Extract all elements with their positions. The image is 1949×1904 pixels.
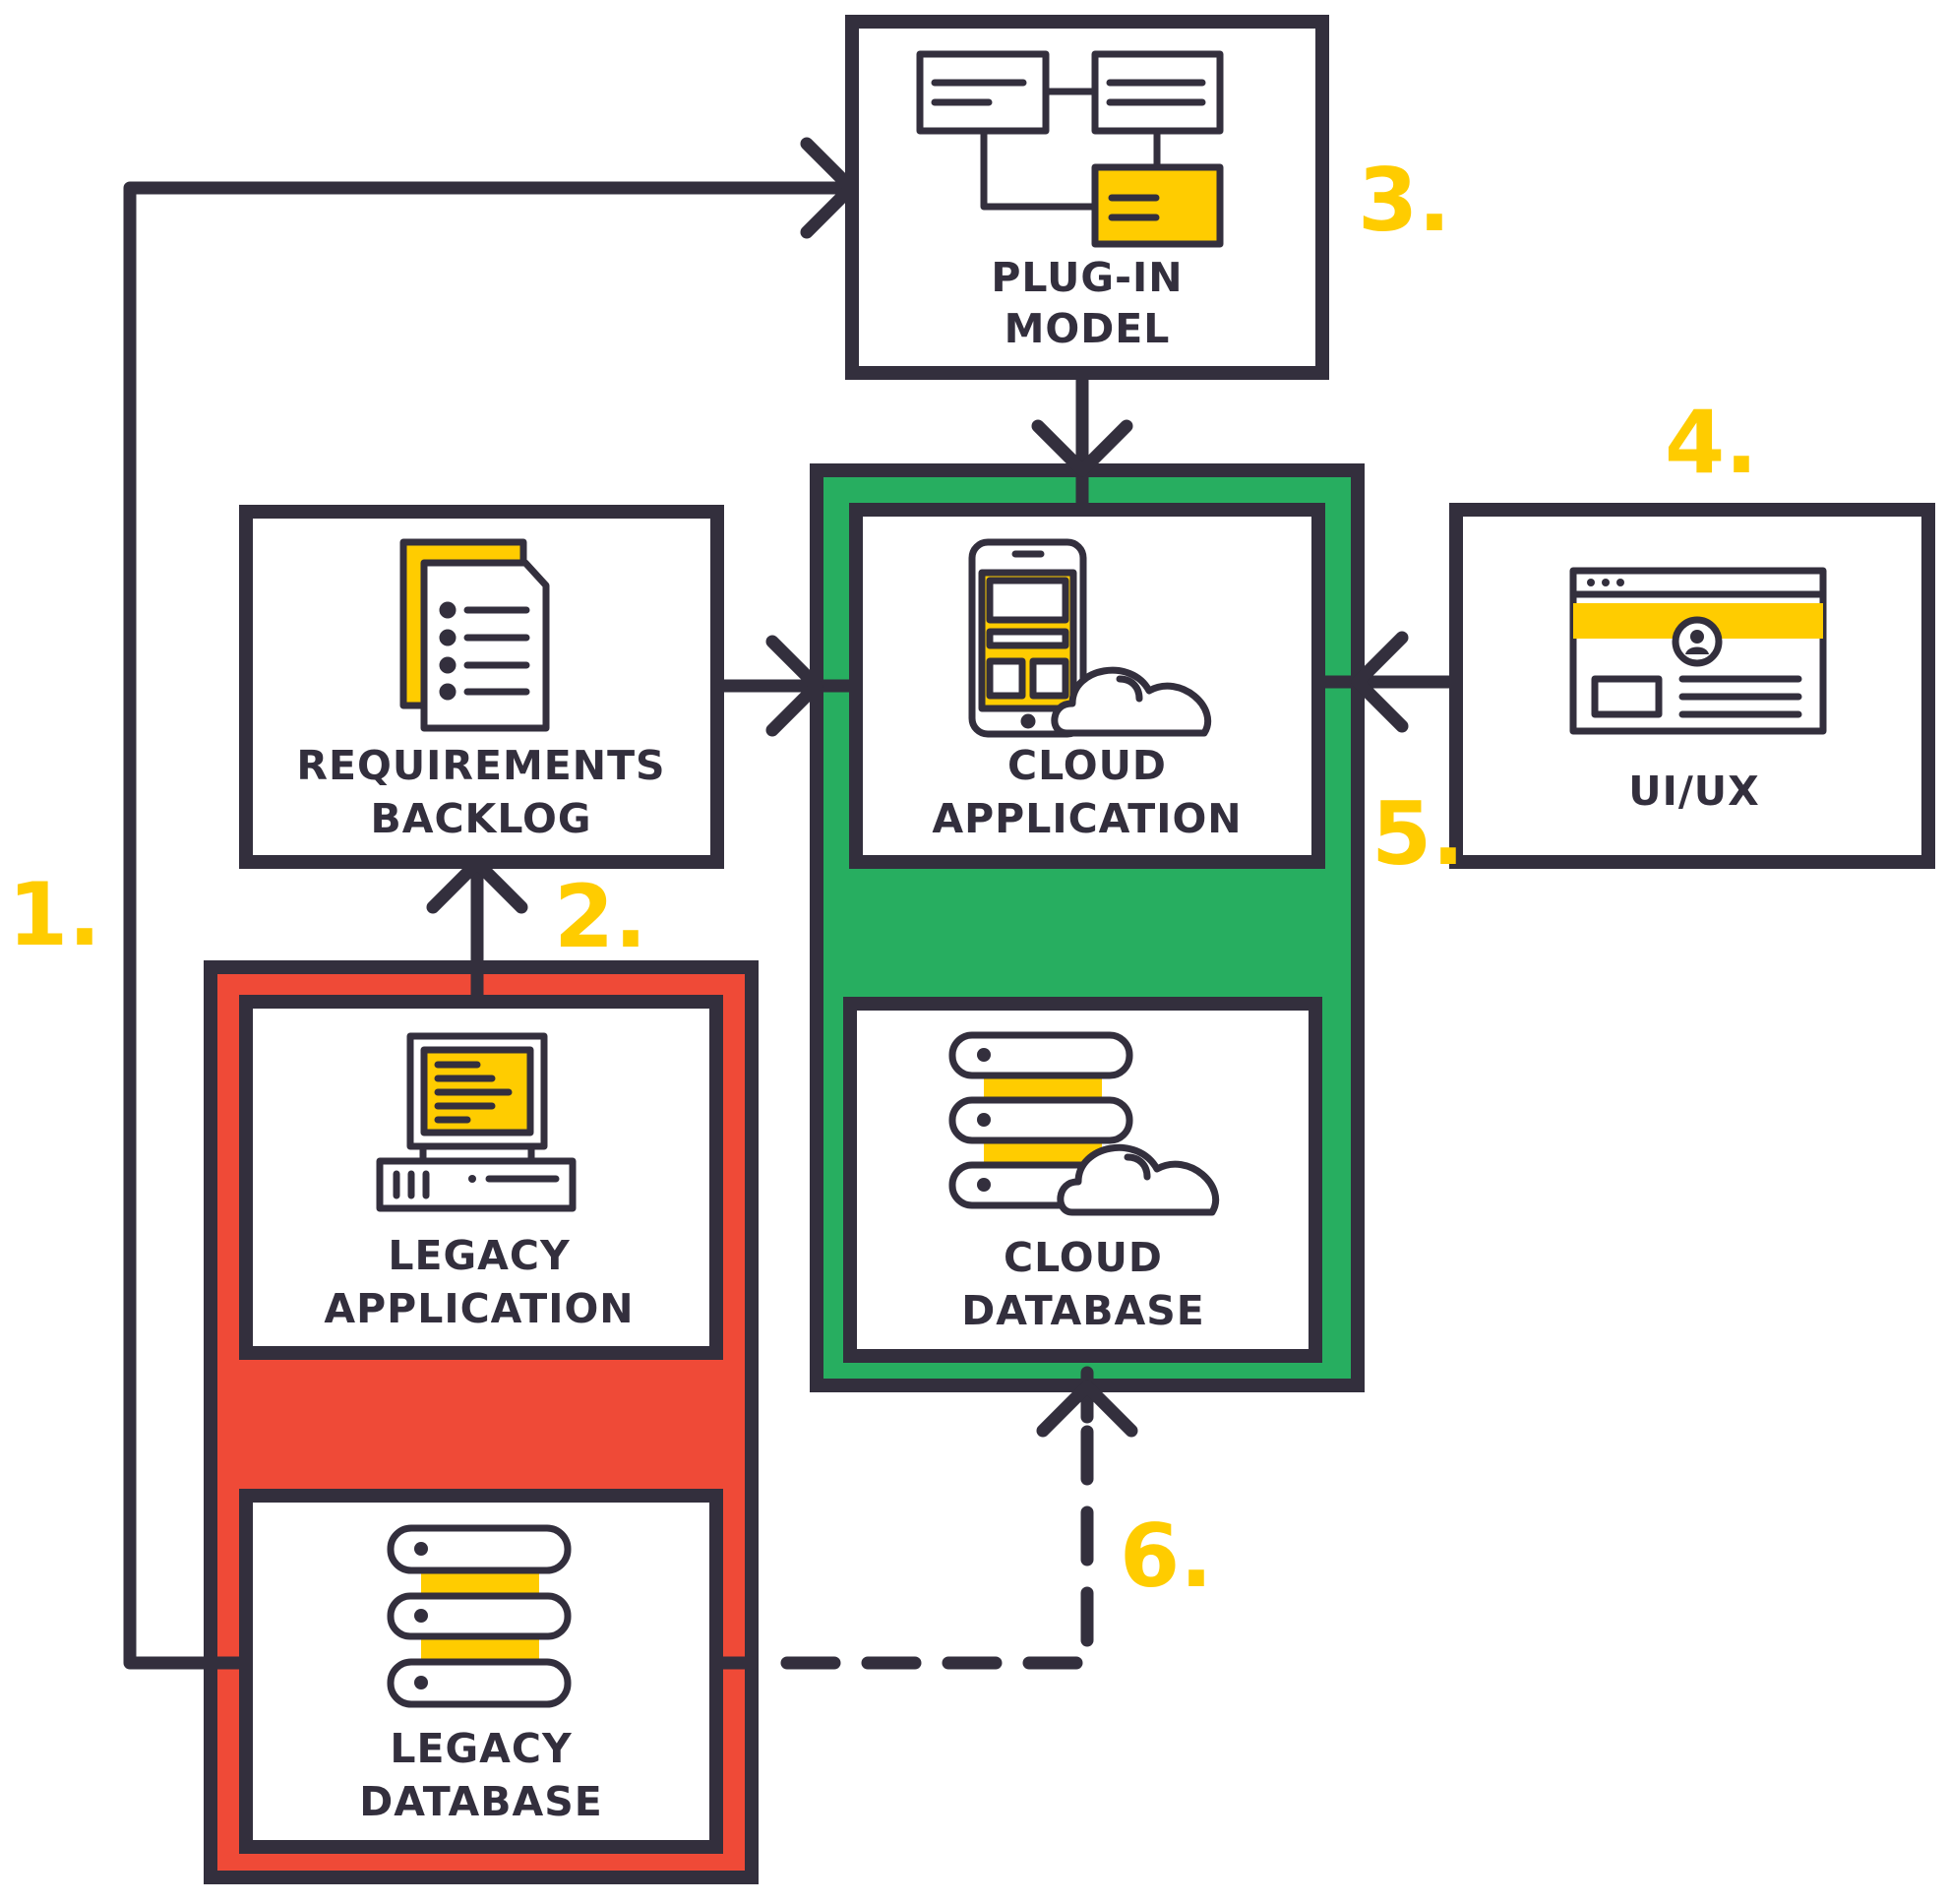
- label-plugin-model-line1: PLUG-IN: [991, 254, 1183, 301]
- step-number-2: 2.: [554, 866, 647, 967]
- label-cloud-application-line1: CLOUD: [1007, 742, 1167, 789]
- label-legacy-database-line2: DATABASE: [359, 1778, 603, 1825]
- arrowhead-cloud-app-left: [765, 635, 823, 737]
- desktop-computer-icon: [376, 1032, 577, 1212]
- server-cloud-icon: [948, 1031, 1220, 1216]
- label-legacy-application-line2: APPLICATION: [324, 1285, 634, 1332]
- flowchart-icon: [916, 50, 1224, 248]
- label-cloud-application-line2: APPLICATION: [932, 795, 1242, 842]
- label-ui-ux: UI/UX: [1628, 768, 1759, 815]
- step-number-5: 5.: [1371, 783, 1465, 885]
- document-list-icon: [399, 538, 550, 732]
- step-number-3: 3.: [1358, 150, 1451, 251]
- connector-legacy-db-to-plugin: [123, 181, 853, 1670]
- label-cloud-database-line2: DATABASE: [961, 1287, 1205, 1334]
- arrowhead-cloud-app-top: [1031, 419, 1133, 477]
- step-number-4: 4.: [1665, 392, 1758, 493]
- box-plugin-model: [845, 15, 1329, 380]
- label-legacy-database-line1: LEGACY: [390, 1725, 573, 1772]
- arrowhead-cloud-database: [1036, 1380, 1138, 1438]
- server-stack-icon: [387, 1524, 572, 1708]
- step-number-1: 1.: [8, 864, 101, 965]
- arrowhead-cloud-app-right: [1351, 631, 1409, 733]
- label-requirements-backlog-line1: REQUIREMENTS: [296, 742, 665, 789]
- connector-legacy-db-to-cloud-db: [780, 1390, 1094, 1670]
- label-plugin-model-line2: MODEL: [1005, 305, 1171, 352]
- label-cloud-database-line1: CLOUD: [1004, 1234, 1163, 1281]
- browser-profile-icon: [1569, 567, 1827, 735]
- label-legacy-application-line1: LEGACY: [388, 1232, 571, 1279]
- label-requirements-backlog-line2: BACKLOG: [370, 795, 591, 842]
- mobile-cloud-icon: [968, 538, 1212, 738]
- step-number-6: 6.: [1120, 1505, 1213, 1607]
